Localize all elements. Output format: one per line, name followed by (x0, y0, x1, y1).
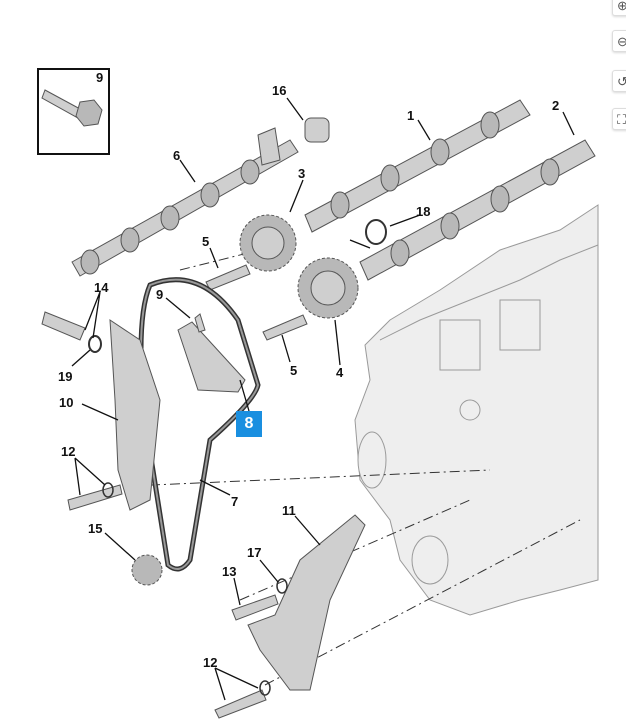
label-5-lower: 5 (290, 363, 297, 378)
intake-camshaft-6 (71, 117, 330, 277)
label-13: 13 (222, 564, 236, 579)
label-18: 18 (416, 204, 430, 219)
label-9: 9 (156, 287, 163, 302)
tensioner-guide-10 (109, 319, 161, 511)
label-12-upper: 12 (61, 444, 75, 459)
label-16: 16 (272, 83, 286, 98)
rotate-icon[interactable]: ↺ (612, 70, 626, 92)
bolt-5-lower (262, 314, 308, 341)
label-4: 4 (336, 365, 344, 380)
zoom-in-icon[interactable]: ⊕ (612, 0, 626, 16)
label-5-upper: 5 (202, 234, 209, 249)
engine-block (354, 204, 599, 616)
bolt-12-upper (67, 484, 123, 511)
fullscreen-icon[interactable]: ⛶ (612, 108, 626, 130)
o-ring-18 (365, 219, 387, 245)
label-12-lower: 12 (203, 655, 217, 670)
label-2: 2 (552, 98, 559, 113)
part-labels: 9 16 1 2 6 3 18 5 14 9 19 5 4 10 12 7 11… (58, 70, 559, 670)
tensioner-14 (41, 311, 86, 341)
bolt-5-upper (205, 264, 251, 291)
label-15: 15 (88, 521, 102, 536)
label-11: 11 (282, 503, 296, 518)
chain-guide-8 (177, 321, 246, 393)
highlighted-part-8-label[interactable]: 8 (236, 411, 262, 437)
label-1: 1 (407, 108, 414, 123)
inset-bolt-9 (37, 68, 110, 155)
label-10: 10 (59, 395, 73, 410)
zoom-out-icon[interactable]: ⊖ (612, 30, 626, 52)
bolt-13 (231, 594, 279, 621)
crank-sprocket-15 (131, 554, 163, 586)
exhaust-camshaft-2 (359, 139, 596, 281)
label-7: 7 (231, 494, 238, 509)
exhaust-camshaft-1 (304, 99, 531, 233)
bolt-12-lower (214, 689, 267, 719)
label-19: 19 (58, 369, 72, 384)
label-3: 3 (298, 166, 305, 181)
leader-lines (71, 97, 575, 701)
part-16-bushing (304, 117, 330, 143)
label-14: 14 (94, 280, 109, 295)
label-6: 6 (173, 148, 180, 163)
label-inset-9: 9 (96, 70, 103, 85)
label-17: 17 (247, 545, 261, 560)
